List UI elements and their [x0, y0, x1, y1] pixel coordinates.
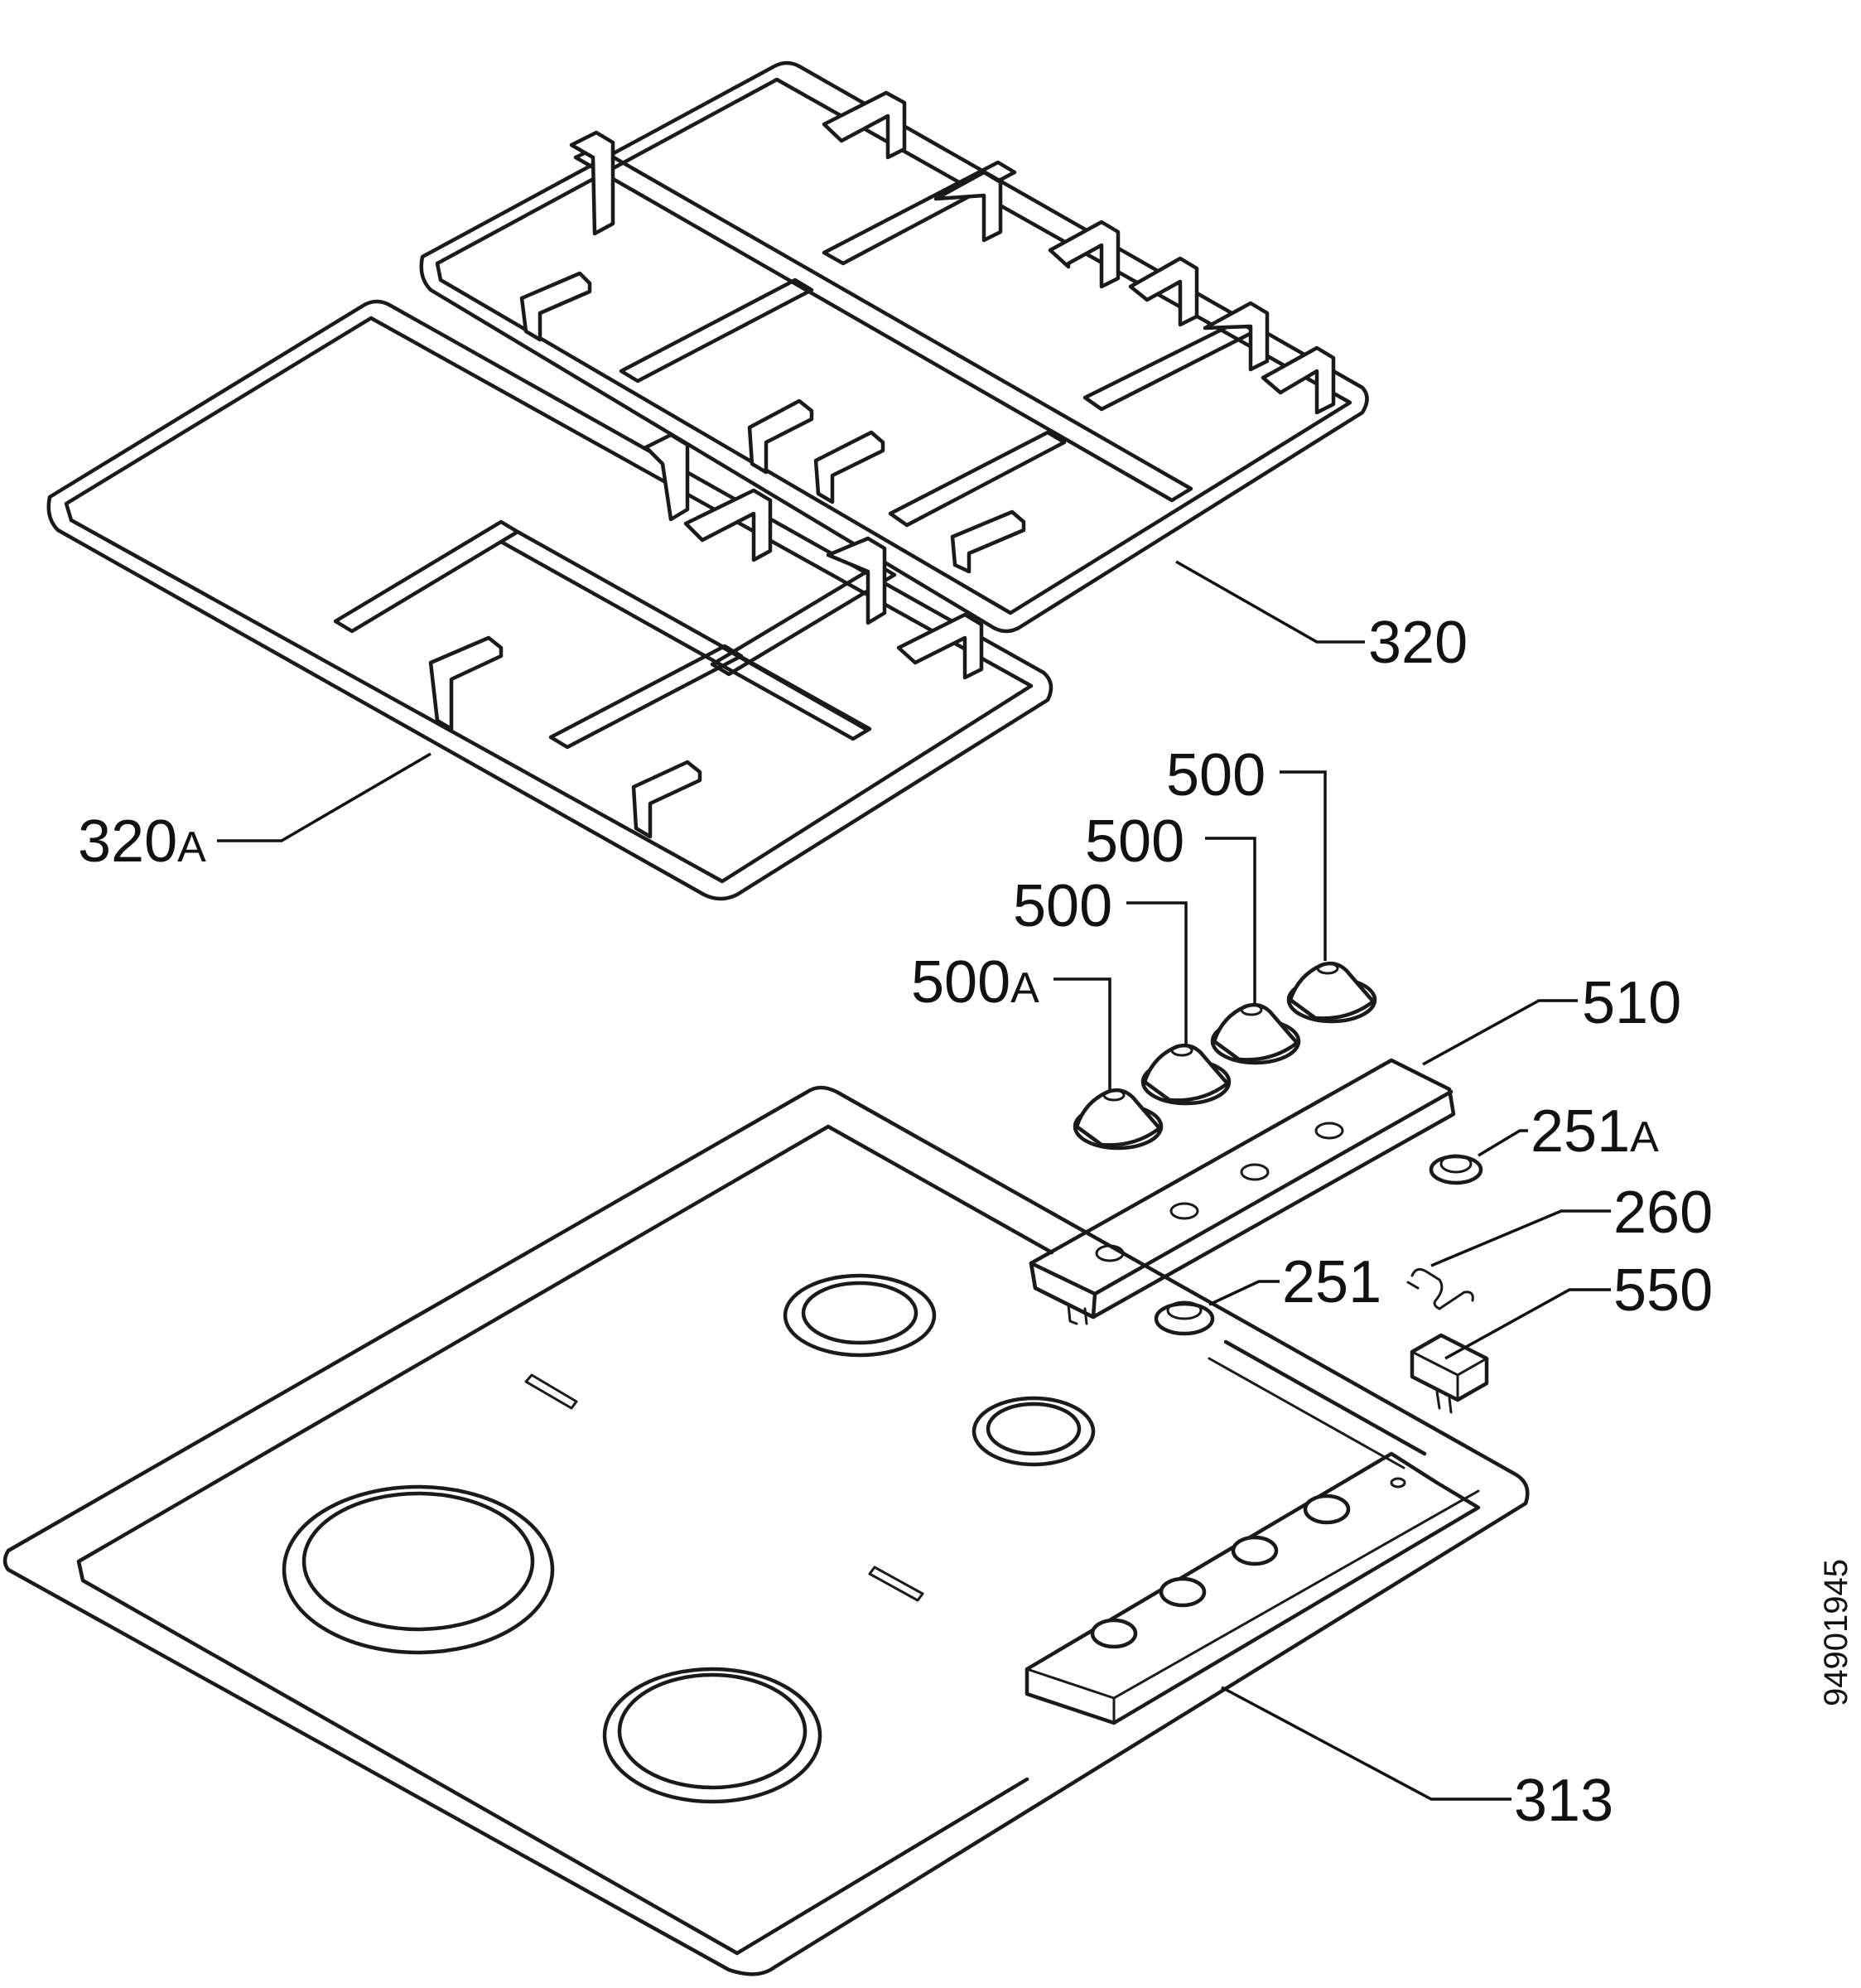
hob-top-313: [2, 1085, 1530, 1976]
callout-320a-suffix: A: [177, 823, 206, 871]
callout-500a-suffix: A: [1010, 964, 1039, 1012]
callout-251: 251: [1282, 1249, 1381, 1315]
callout-500a-number: 500: [911, 949, 1010, 1016]
spring-clip-260: [1406, 1267, 1474, 1310]
callout-251a-number: 251: [1531, 1098, 1630, 1165]
knob-500-c: [1286, 961, 1377, 1024]
document-id: 94901945: [1818, 1559, 1854, 1706]
callout-251a: 251A: [1531, 1098, 1659, 1165]
callout-313: 313: [1514, 1768, 1613, 1834]
callout-320a-number: 320: [78, 808, 177, 875]
bushing-251: [1154, 1300, 1215, 1336]
pan-support-grid-left: [46, 299, 1053, 901]
callout-320a: 320A: [78, 808, 206, 875]
callout-260: 260: [1613, 1180, 1713, 1246]
callout-251a-suffix: A: [1630, 1113, 1659, 1161]
switch-block-550: [1410, 1333, 1489, 1414]
pan-support-grid-right: [419, 60, 1369, 634]
callout-500a: 500A: [911, 949, 1039, 1016]
callout-500-knob-1: 500: [1166, 742, 1266, 808]
callout-500-knob-3: 500: [1013, 873, 1112, 939]
control-knobs: [1073, 961, 1377, 1151]
bushing-251a: [1429, 1154, 1483, 1185]
knob-500a: [1073, 1088, 1164, 1151]
control-panel-strip: [1029, 1058, 1456, 1325]
callout-labels: 320 320A 500 500 500 500A 510 251A 260 5…: [78, 610, 1854, 1834]
leader-lines: [217, 560, 1611, 1801]
callout-320-number: 320: [1368, 610, 1468, 676]
callout-510: 510: [1582, 970, 1681, 1036]
knob-500-a: [1140, 1043, 1232, 1106]
knob-500-b: [1210, 1002, 1301, 1065]
callout-500-knob-2: 500: [1085, 808, 1184, 875]
callout-550: 550: [1613, 1257, 1713, 1324]
